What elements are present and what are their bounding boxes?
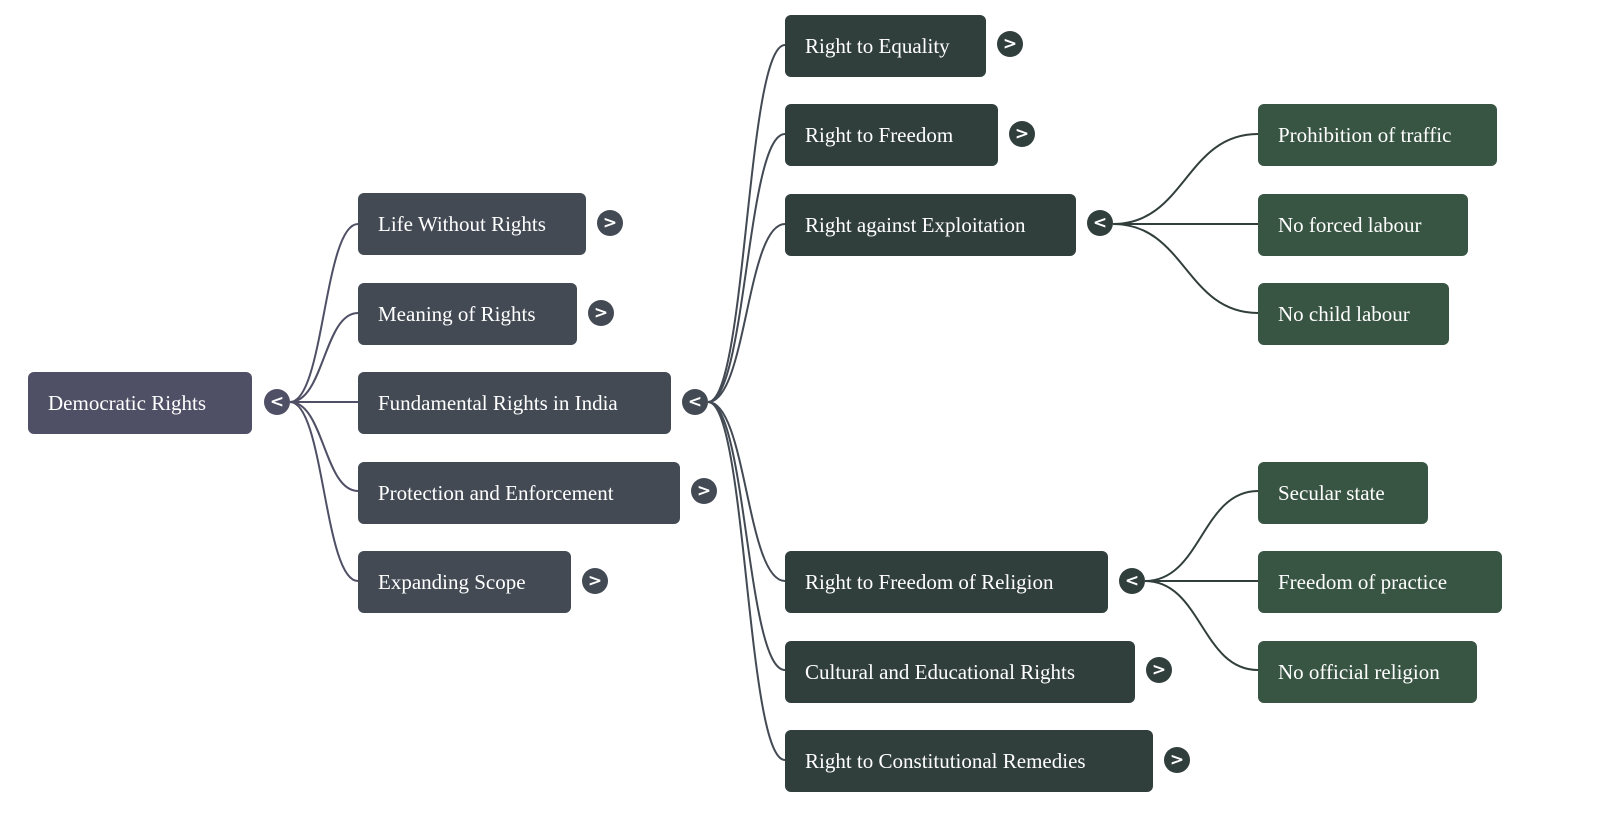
node-right-to-freedom[interactable]: Right to Freedom: [785, 104, 998, 166]
collapse-toggle-icon[interactable]: <: [1087, 210, 1113, 236]
connector-l2-l3: [1112, 223, 1259, 314]
connector-l2-l3: [1144, 490, 1259, 582]
node-right-to-constitutional-remedies[interactable]: Right to Constitutional Remedies: [785, 730, 1153, 792]
node-fundamental-rights-in-india[interactable]: Fundamental Rights in India: [358, 372, 671, 434]
expand-toggle-icon[interactable]: >: [1146, 657, 1172, 683]
expand-toggle-icon[interactable]: >: [597, 210, 623, 236]
node-freedom-of-practice[interactable]: Freedom of practice: [1258, 551, 1502, 613]
node-right-to-freedom-of-religion[interactable]: Right to Freedom of Religion: [785, 551, 1108, 613]
expand-toggle-icon[interactable]: >: [997, 31, 1023, 57]
collapse-toggle-icon[interactable]: <: [682, 389, 708, 415]
expand-toggle-icon[interactable]: >: [582, 568, 608, 594]
node-no-child-labour[interactable]: No child labour: [1258, 283, 1449, 345]
connector-l2-l3: [1112, 133, 1259, 225]
node-meaning-of-rights[interactable]: Meaning of Rights: [358, 283, 577, 345]
node-no-forced-labour[interactable]: No forced labour: [1258, 194, 1468, 256]
connector-l1-l2: [707, 401, 786, 582]
node-right-to-equality[interactable]: Right to Equality: [785, 15, 986, 77]
connector-l1-l2: [707, 223, 786, 403]
connector-root-l1: [289, 223, 359, 403]
node-democratic-rights[interactable]: Democratic Rights: [28, 372, 252, 434]
collapse-toggle-icon[interactable]: <: [264, 389, 290, 415]
connector-l1-l2: [707, 44, 786, 403]
connector-l2-l3: [1144, 580, 1259, 671]
connector-l1-l2: [707, 133, 786, 403]
node-right-against-exploitation[interactable]: Right against Exploitation: [785, 194, 1076, 256]
node-life-without-rights[interactable]: Life Without Rights: [358, 193, 586, 255]
expand-toggle-icon[interactable]: >: [1009, 121, 1035, 147]
collapse-toggle-icon[interactable]: <: [1119, 568, 1145, 594]
connector-root-l1: [289, 401, 359, 492]
expand-toggle-icon[interactable]: >: [588, 300, 614, 326]
node-cultural-and-educational-rights[interactable]: Cultural and Educational Rights: [785, 641, 1135, 703]
node-expanding-scope[interactable]: Expanding Scope: [358, 551, 571, 613]
connector-l1-l2: [707, 401, 786, 761]
node-prohibition-of-traffic[interactable]: Prohibition of traffic: [1258, 104, 1497, 166]
node-protection-and-enforcement[interactable]: Protection and Enforcement: [358, 462, 680, 524]
expand-toggle-icon[interactable]: >: [691, 478, 717, 504]
node-no-official-religion[interactable]: No official religion: [1258, 641, 1477, 703]
node-secular-state[interactable]: Secular state: [1258, 462, 1428, 524]
connector-l1-l2: [707, 401, 786, 671]
connector-root-l1: [289, 401, 359, 582]
expand-toggle-icon[interactable]: >: [1164, 747, 1190, 773]
connector-root-l1: [289, 312, 359, 403]
